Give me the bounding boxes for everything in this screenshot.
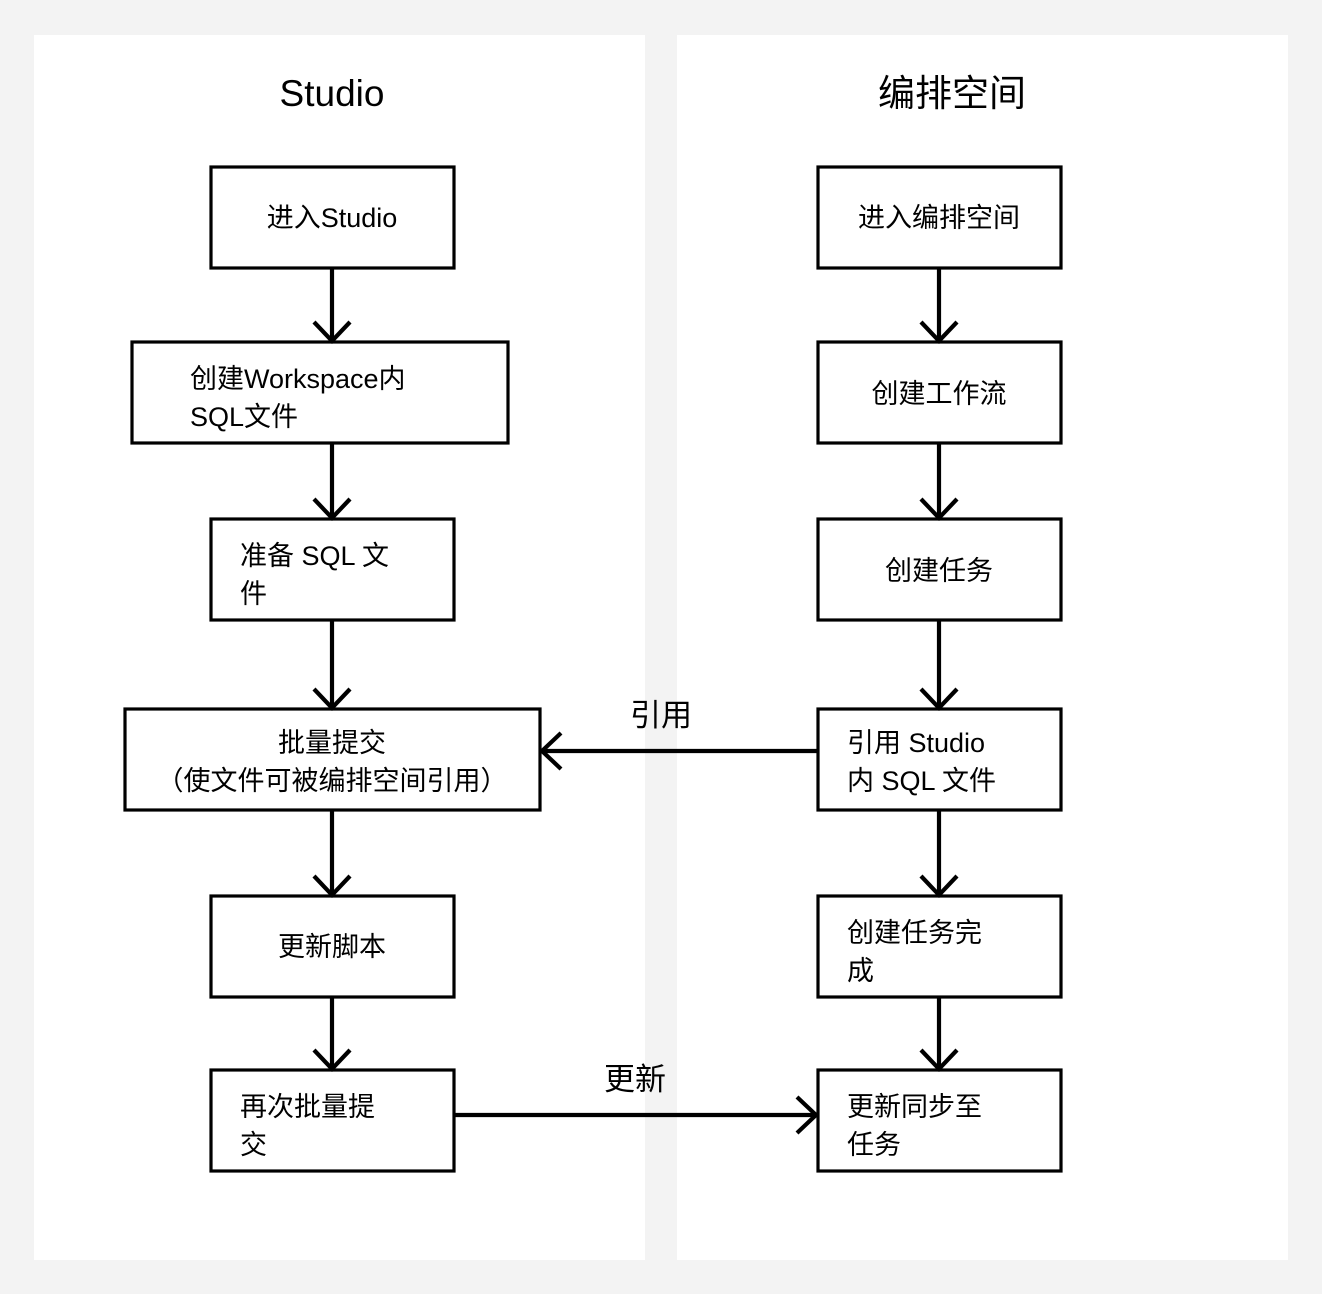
edge-create-task-done-to-sync-update-to-task [919,997,959,1073]
node-sync-update-to-task[interactable]: 更新同步至 任务 [816,1068,1063,1173]
edge-create-workflow-to-create-task [919,443,959,522]
node-label-line1: 引用 Studio [847,728,985,758]
node-create-workflow[interactable]: 创建工作流 [816,340,1063,445]
node-label-line1: 创建Workspace内 [190,364,406,394]
node-prepare-sql[interactable]: 准备 SQL 文 件 [209,517,456,622]
edge-batch-submit-to-update-script [312,810,352,899]
node-label-line1: 创建任务完 [847,918,982,948]
node-batch-submit-again[interactable]: 再次批量提 交 [209,1068,456,1173]
node-batch-submit[interactable]: 批量提交 （使文件可被编排空间引用） [123,707,542,812]
node-label: 创建任务 [885,556,993,586]
node-reference-studio-sql[interactable]: 引用 Studio 内 SQL 文件 [816,707,1063,812]
edge-update-script-to-batch-submit-again [312,997,352,1073]
node-label-line1: 更新同步至 [847,1092,982,1122]
node-label: 更新脚本 [278,932,386,962]
column-title-orchestration: 编排空间 [878,73,1026,114]
node-label-line2: 内 SQL 文件 [847,766,996,796]
column-title-studio: Studio [280,73,385,114]
edge-enter-orchestration-to-create-workflow [919,268,959,345]
node-label-line1: 再次批量提 [240,1092,375,1122]
node-label: 创建工作流 [872,379,1007,409]
edge-create-task-to-reference-studio-sql [919,620,959,712]
node-label-line1: 准备 SQL 文 [240,541,389,571]
edge-enter-studio-to-create-ws-sql [312,268,352,345]
node-label-line2: （使文件可被编排空间引用） [157,766,508,796]
node-create-ws-sql[interactable]: 创建Workspace内 SQL文件 [130,340,510,445]
node-create-task-done[interactable]: 创建任务完 成 [816,894,1063,999]
node-label-line2: 件 [240,579,267,609]
node-label-line2: 成 [847,956,874,986]
node-update-script[interactable]: 更新脚本 [209,894,456,999]
node-label-line2: 交 [240,1130,267,1160]
node-label-line1: 批量提交 [278,728,386,758]
node-label-line2: 任务 [847,1130,901,1160]
node-create-task[interactable]: 创建任务 [816,517,1063,622]
cross-edge-reference: 引用 [538,698,818,771]
edge-reference-studio-sql-to-create-task-done [919,810,959,899]
node-enter-studio[interactable]: 进入Studio [209,165,456,270]
node-enter-orchestration[interactable]: 进入编排空间 [816,165,1063,270]
cross-edge-update-label: 更新 [604,1062,666,1097]
node-label: 进入编排空间 [858,203,1020,233]
cross-edge-update: 更新 [454,1062,820,1135]
node-label: 进入Studio [267,203,398,233]
edge-prepare-sql-to-batch-submit [312,620,352,712]
cross-edge-reference-label: 引用 [630,698,692,733]
node-label-line2: SQL文件 [190,402,298,432]
edge-create-ws-sql-to-prepare-sql [312,443,352,522]
